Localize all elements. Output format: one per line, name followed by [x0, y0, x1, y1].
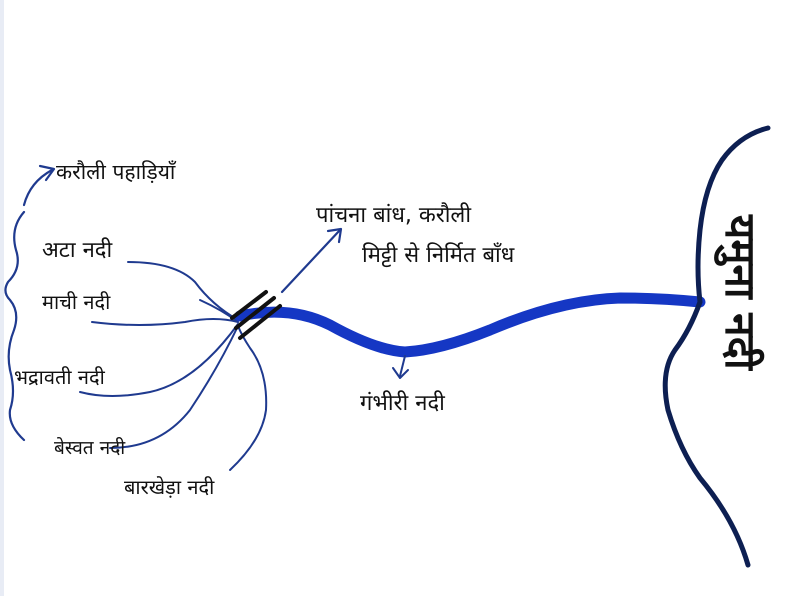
label-gambhiri-river: गंभीरी नदी [360, 390, 445, 416]
yamuna-river-bank [662, 125, 771, 568]
label-yamuna-river: यमुना नदी [714, 214, 765, 372]
label-beswat-river: बेस्वत नदी [54, 436, 126, 459]
machi-tributary [91, 318, 239, 326]
karauli-arrow-line [22, 168, 54, 207]
label-earthen-dam: मिट्टी से निर्मित बाँध [362, 242, 515, 268]
left-edge-strip [0, 0, 4, 596]
left-brace [4, 210, 26, 442]
label-karauli-hills: करौली पहाड़ियाँ [56, 160, 176, 184]
panchna-dam-symbol [230, 290, 282, 340]
label-ata-river: अटा नदी [42, 237, 112, 263]
label-panchna-dam: पांचना बांध, करौली [316, 202, 471, 228]
extra-tributary [199, 299, 239, 323]
gambhiri-arrowhead [392, 367, 409, 379]
beswat-tributary [109, 325, 239, 449]
label-barkheda-river: बारखेड़ा नदी [124, 475, 215, 499]
barkheda-tributary [229, 325, 268, 471]
gambhiri-arrow-line [399, 355, 406, 377]
dam-arrow-line [280, 228, 342, 294]
karauli-arrowhead [38, 164, 56, 182]
bhadravati-tributary [79, 323, 239, 397]
label-machi-river: माची नदी [42, 290, 111, 314]
gambhiri-main-channel [234, 292, 706, 358]
label-bhadravati-river: भद्रावती नदी [14, 365, 106, 389]
ata-tributary [127, 261, 239, 321]
dam-arrowhead [326, 227, 343, 244]
